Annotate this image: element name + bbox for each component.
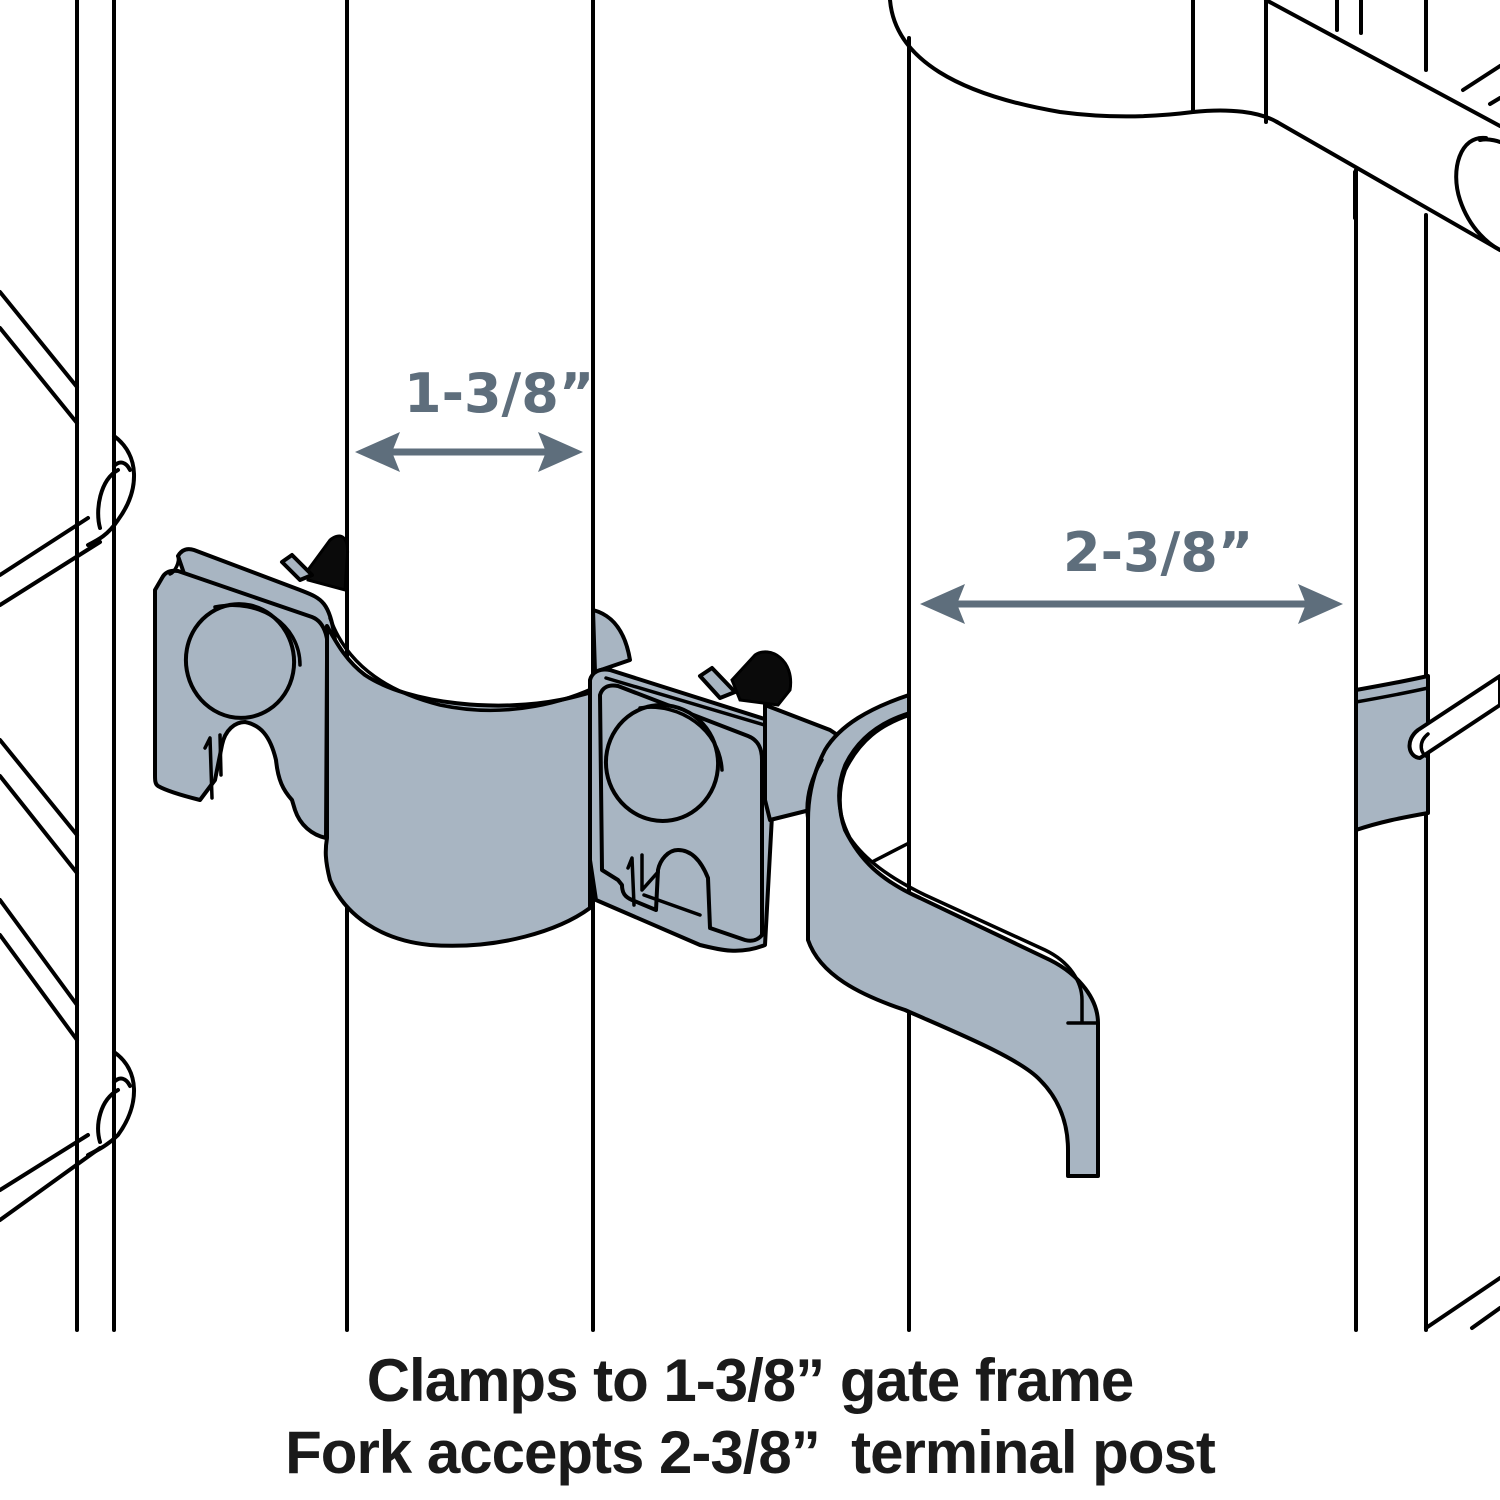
dimension-terminal-post <box>920 584 1343 624</box>
dimension-gate-frame <box>355 432 583 472</box>
fork <box>805 693 1100 1178</box>
dimension-label-terminal-post: 2-3/8” <box>1063 521 1254 584</box>
caption-line-1: Clamps to 1-3/8” gate frame <box>366 1347 1135 1414</box>
caption-line-2: Fork accepts 2-3/8” terminal post <box>285 1419 1216 1486</box>
clamp <box>153 547 847 953</box>
gate-frame-pipe <box>345 0 595 1332</box>
chain-link-fence <box>0 0 136 1332</box>
dimension-label-gate-frame: 1-3/8” <box>404 362 595 425</box>
carriage-bolts <box>280 534 793 707</box>
terminal-post <box>888 0 1500 1332</box>
fence-band <box>1354 674 1500 832</box>
